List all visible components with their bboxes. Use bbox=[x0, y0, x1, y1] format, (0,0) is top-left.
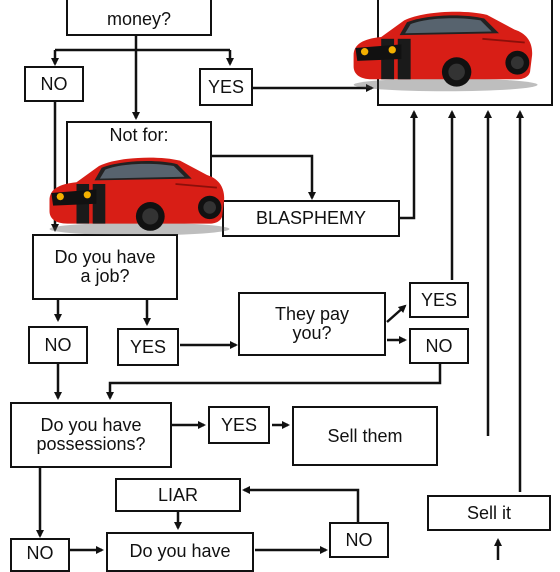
money-question-label: money? bbox=[106, 9, 172, 29]
no-job-label: NO bbox=[44, 334, 72, 355]
yes-pay-label: YES bbox=[420, 289, 458, 310]
flowchart: money? NO YES Not for: BLASPHEMY Do you … bbox=[10, 0, 553, 572]
job-question-label: Do you have a job? bbox=[54, 247, 156, 286]
liar-label: LIAR bbox=[157, 484, 199, 505]
no-pay-label: NO bbox=[425, 335, 453, 356]
no-liar-box: NO bbox=[329, 522, 389, 558]
possessions-question-label: Do you have possessions? bbox=[36, 415, 146, 454]
sell-them-box: Sell them bbox=[292, 406, 438, 466]
blasphemy-box: BLASPHEMY bbox=[222, 200, 400, 237]
no-label: NO bbox=[40, 73, 68, 94]
yes-job-box: YES bbox=[117, 328, 179, 366]
no-liar-label: NO bbox=[345, 529, 373, 550]
they-pay-box: They pay you? bbox=[238, 292, 386, 356]
liar-box: LIAR bbox=[115, 478, 241, 512]
no-job-box: NO bbox=[28, 326, 88, 364]
no-box-top: NO bbox=[24, 66, 84, 102]
no-bottom-box: NO bbox=[10, 538, 70, 572]
blasphemy-label: BLASPHEMY bbox=[255, 208, 367, 228]
sell-it-box: Sell it bbox=[427, 495, 551, 531]
money-question-box: money? bbox=[66, 0, 212, 36]
job-question-box: Do you have a job? bbox=[32, 234, 178, 300]
yes-label: YES bbox=[207, 76, 245, 97]
possessions-question-box: Do you have possessions? bbox=[10, 402, 172, 468]
yes-possessions-box: YES bbox=[208, 406, 270, 444]
red-muscle-car-image-top bbox=[353, 11, 538, 92]
yes-possessions-label: YES bbox=[220, 414, 258, 435]
yes-job-label: YES bbox=[129, 336, 167, 357]
no-bottom-label: NO bbox=[26, 543, 54, 563]
they-pay-label: They pay you? bbox=[274, 304, 350, 343]
red-muscle-car-image-middle bbox=[49, 157, 230, 236]
no-pay-box: NO bbox=[409, 328, 469, 364]
connector-arrows bbox=[36, 36, 524, 560]
sell-it-label: Sell it bbox=[466, 502, 511, 523]
yes-pay-box: YES bbox=[409, 282, 469, 318]
not-for-label: Not for: bbox=[109, 125, 169, 145]
sell-them-label: Sell them bbox=[327, 425, 403, 446]
do-you-have-bottom-label: Do you have bbox=[129, 541, 231, 561]
do-you-have-bottom-box: Do you have bbox=[106, 532, 254, 572]
yes-box-top: YES bbox=[199, 68, 253, 106]
